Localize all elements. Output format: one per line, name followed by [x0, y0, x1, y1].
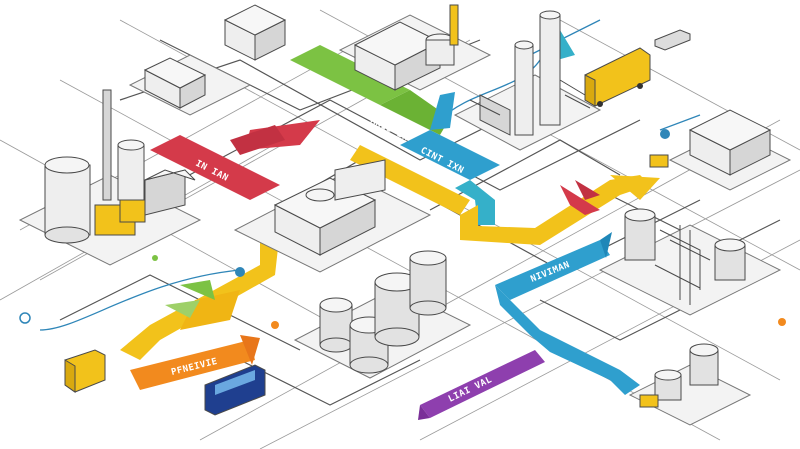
storage-tank-complex-left [18, 89, 202, 266]
processing-building-right [649, 109, 792, 191]
central-tank-farm [293, 250, 472, 379]
refinery-piping-right [598, 208, 782, 316]
grey-car [654, 29, 691, 51]
storage-tanks-bottom-right [628, 343, 752, 426]
warehouse-top-center [338, 4, 492, 91]
purple-flow-arrow: LIAI VAL [418, 350, 545, 420]
central-control-building [233, 159, 432, 273]
yellow-truck [584, 47, 651, 107]
utility-building-top-left [128, 54, 252, 116]
yellow-generator-unit [64, 349, 106, 393]
control-hut-top [223, 4, 287, 61]
orange-flow-arrow: PFNEIVIE [130, 335, 260, 390]
marker-icons [19, 129, 786, 329]
blue-transport-unit [204, 364, 266, 416]
yellow-flow-arrow-left [120, 230, 280, 360]
red-flow-arrow: IN IAN [150, 120, 320, 200]
distillation-columns [453, 10, 602, 151]
